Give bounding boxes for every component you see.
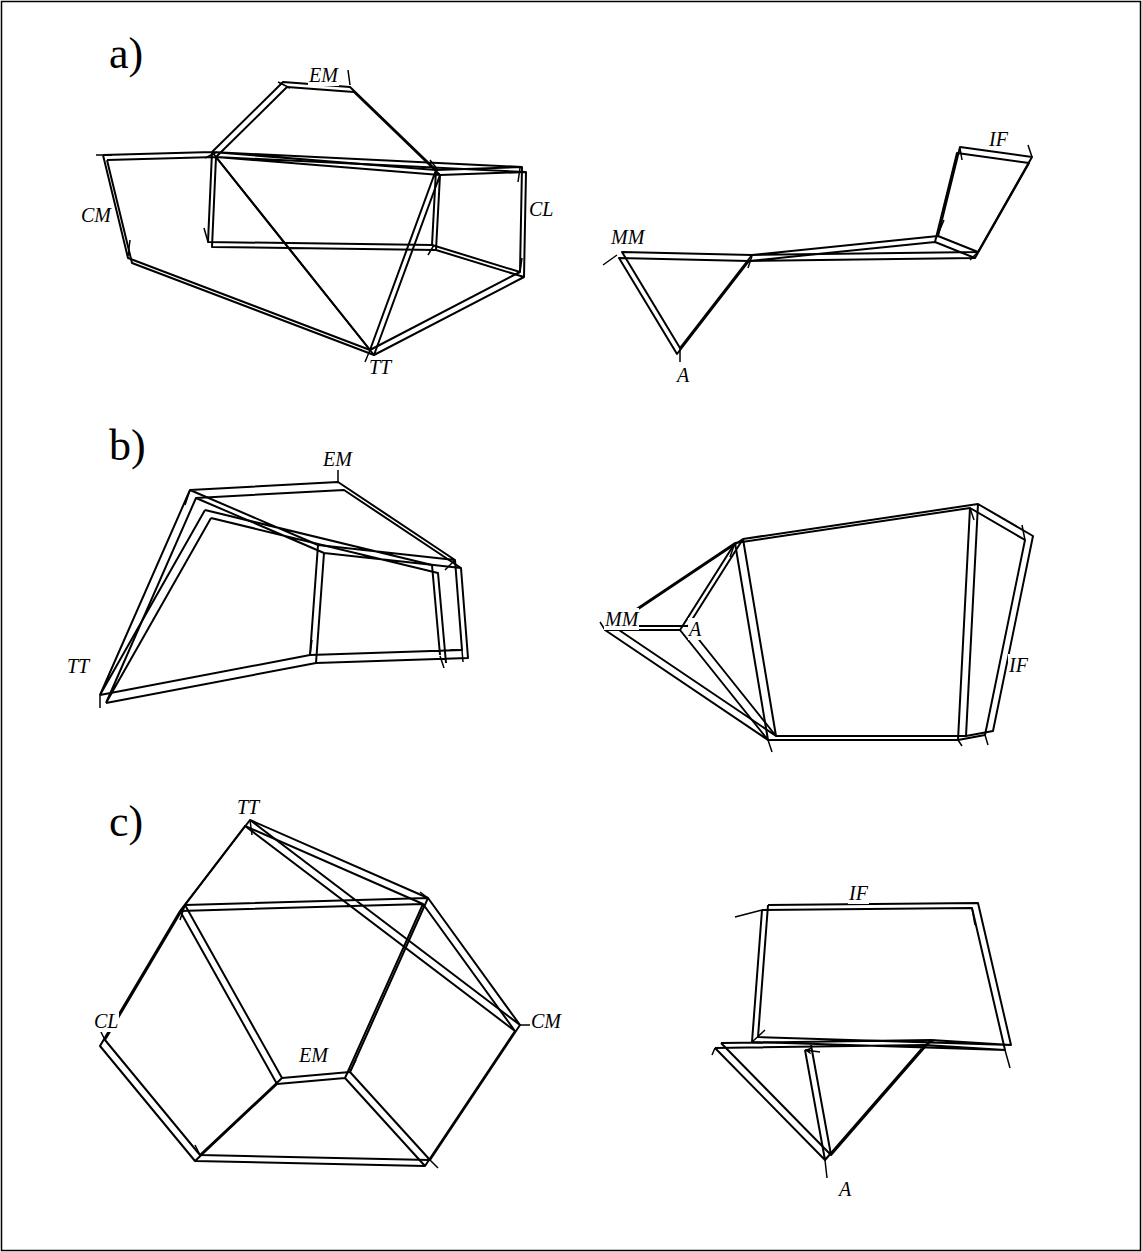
landmark-label: A	[688, 618, 702, 640]
landmark-label: EM	[298, 1044, 329, 1066]
wireframe-b-right	[605, 508, 1025, 740]
landmark-label: A	[838, 1178, 852, 1200]
landmark-label: EM	[308, 64, 339, 86]
landmark-label: EM	[322, 448, 353, 470]
landmark-label: IF	[1008, 654, 1029, 676]
landmark-label: MM	[604, 608, 639, 630]
landmark-arrows	[96, 70, 1032, 1178]
landmark-label: TT	[368, 356, 392, 378]
second-configuration	[100, 87, 1033, 1166]
landmark-label: CM	[80, 204, 112, 226]
wireframe-b-left	[100, 482, 462, 695]
panel-letter: b)	[108, 422, 147, 470]
landmark-label: TT	[236, 796, 260, 818]
landmark-label: CL	[528, 198, 554, 220]
landmark-label: A	[676, 364, 690, 386]
landmark-label: IF	[848, 882, 869, 904]
landmark-label: CL	[93, 1010, 119, 1032]
wireframe-a-right	[622, 147, 1032, 348]
landmark-label: TT	[66, 655, 90, 677]
landmark-label: MM	[610, 226, 645, 248]
panel-letter: c)	[108, 798, 144, 846]
wireframe-c-left	[105, 820, 520, 1160]
panel-letter: a)	[108, 30, 144, 78]
landmark-label: CM	[530, 1010, 562, 1032]
landmark-label: IF	[988, 128, 1009, 150]
